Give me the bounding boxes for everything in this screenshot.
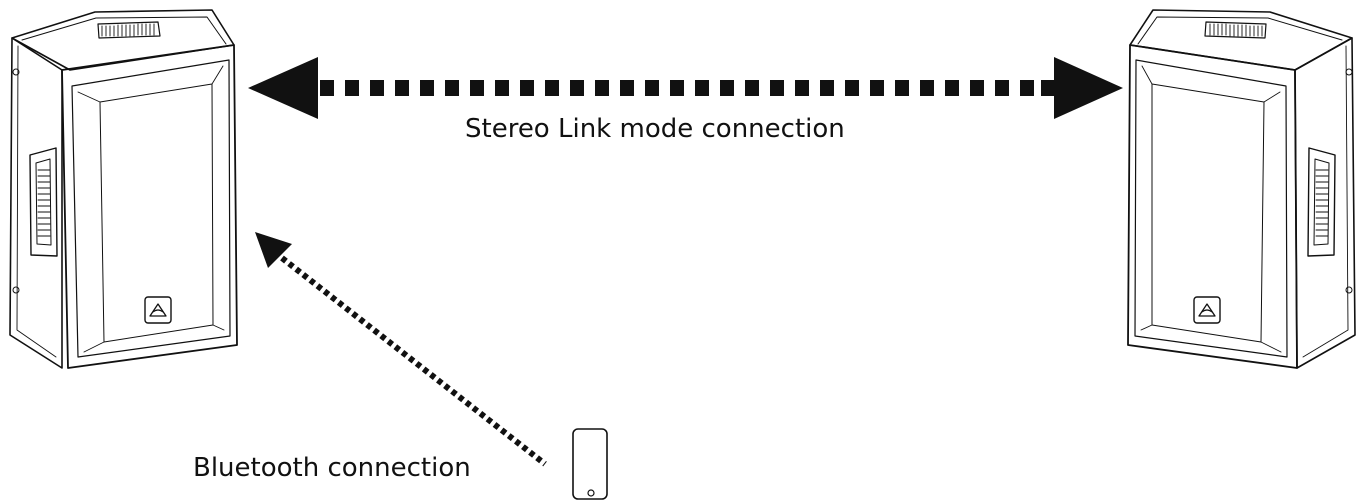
bluetooth-dotted-line bbox=[280, 255, 547, 467]
stereo-link-label: Stereo Link mode connection bbox=[465, 114, 845, 144]
left-speaker-icon bbox=[9, 9, 238, 369]
smartphone-icon bbox=[572, 428, 608, 500]
bluetooth-arrow bbox=[255, 232, 547, 467]
side-handle-grille bbox=[1315, 169, 1329, 237]
right-arrowhead-icon bbox=[1054, 57, 1123, 119]
bluetooth-label: Bluetooth connection bbox=[193, 453, 471, 483]
top-handle-grille bbox=[101, 23, 155, 37]
left-arrowhead-icon bbox=[248, 57, 318, 119]
stereo-link-arrow bbox=[248, 57, 1123, 119]
top-handle-grille bbox=[1209, 23, 1263, 37]
bluetooth-arrowhead-icon bbox=[255, 232, 292, 268]
speaker-logo-icon bbox=[144, 296, 172, 324]
speaker-logo-icon bbox=[1193, 296, 1221, 324]
right-speaker-icon bbox=[1127, 9, 1356, 369]
side-handle-grille bbox=[37, 169, 51, 237]
stereo-link-dashes bbox=[320, 80, 1054, 96]
